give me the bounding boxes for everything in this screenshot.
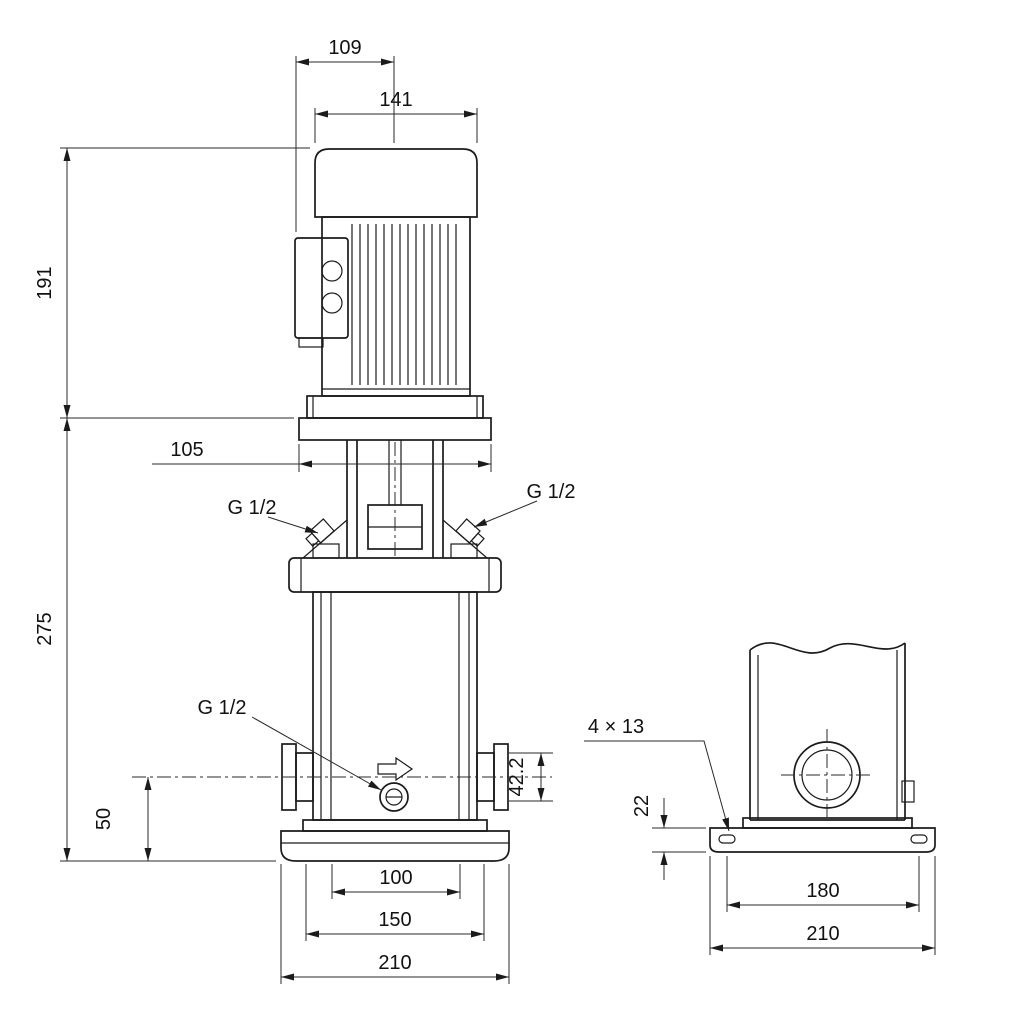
dim-base-height: 22 bbox=[631, 795, 706, 880]
dim-motor-height: 191 bbox=[34, 147, 310, 419]
pump-sleeve bbox=[312, 591, 478, 821]
dim-terminal-box-width: 109 bbox=[295, 37, 395, 232]
pump-shaft bbox=[388, 440, 402, 505]
leader-line bbox=[251, 716, 382, 791]
leader-line bbox=[473, 500, 538, 528]
pump-body bbox=[280, 557, 510, 862]
tie-rods bbox=[320, 592, 470, 820]
motor bbox=[294, 148, 492, 441]
extension-lines bbox=[314, 108, 478, 143]
pump-head-flange-detail bbox=[300, 558, 490, 592]
break-line bbox=[749, 642, 906, 654]
dimensions-side: 4 × 13 22 180 210 bbox=[584, 716, 936, 955]
dim-label-terminal-box-width: 109 bbox=[328, 37, 361, 59]
dim-label-motor-height: 191 bbox=[34, 266, 56, 299]
side-view bbox=[709, 642, 936, 853]
label-drain-plug: G 1/2 bbox=[198, 697, 247, 719]
vent-plug-left-head bbox=[305, 532, 320, 547]
callout-drain-plug: G 1/2 bbox=[198, 697, 382, 791]
vent-plug-right-head bbox=[470, 532, 485, 547]
dim-label-head-width: 105 bbox=[170, 439, 203, 461]
motor-fins bbox=[351, 224, 457, 385]
side-base-plate bbox=[709, 827, 936, 853]
pump-base bbox=[280, 819, 510, 862]
dim-label-port-center-height: 50 bbox=[93, 808, 115, 830]
bolt-slot-left bbox=[718, 834, 736, 844]
label-vent-plug-right: G 1/2 bbox=[527, 481, 576, 503]
dim-sleeve-width: 150 bbox=[305, 864, 485, 941]
flow-direction-arrow-icon bbox=[377, 756, 414, 782]
extension-lines bbox=[295, 56, 395, 232]
guard-columns bbox=[346, 440, 444, 558]
callout-vent-plug-left: G 1/2 bbox=[228, 497, 319, 534]
terminal-box bbox=[294, 237, 349, 348]
dim-chamber-width: 100 bbox=[331, 864, 461, 899]
leader-line bbox=[584, 740, 730, 832]
front-view bbox=[132, 148, 552, 862]
extension-lines bbox=[709, 856, 936, 955]
dim-base-width-side: 210 bbox=[709, 856, 936, 955]
extension-lines bbox=[305, 864, 485, 941]
extension-lines bbox=[509, 752, 553, 802]
nameplate-tab bbox=[901, 780, 915, 803]
dim-port-size: 42.2 bbox=[506, 752, 553, 802]
dim-label-sleeve-width: 150 bbox=[378, 909, 411, 931]
side-sleeve-walls bbox=[749, 643, 906, 820]
dim-label-chamber-width: 100 bbox=[379, 867, 412, 889]
dim-pump-height: 275 bbox=[34, 418, 276, 862]
pump-head-flange bbox=[288, 557, 502, 593]
dim-motor-width: 141 bbox=[314, 89, 478, 143]
cable-entry-hole-bottom bbox=[321, 292, 343, 314]
extension-lines bbox=[60, 147, 310, 419]
vent-plug-left bbox=[305, 518, 335, 547]
dim-label-base-width-front: 210 bbox=[378, 952, 411, 974]
vent-plug-right-body bbox=[455, 518, 481, 544]
cable-entry-hole-top bbox=[321, 260, 343, 282]
dim-port-center-height: 50 bbox=[93, 777, 152, 861]
motor-flange bbox=[306, 395, 484, 419]
dim-label-port-size: 42.2 bbox=[506, 758, 528, 797]
extension-lines bbox=[280, 864, 510, 984]
dim-base-width-front: 210 bbox=[280, 864, 510, 984]
side-sleeve-inner-walls bbox=[757, 650, 898, 820]
coupling-lantern bbox=[302, 440, 488, 559]
base-foot bbox=[280, 830, 510, 862]
dim-bolt-spacing: 180 bbox=[726, 856, 920, 912]
base-top-plate bbox=[302, 819, 488, 832]
leader-line bbox=[267, 516, 319, 534]
motor-flange-detail bbox=[312, 396, 478, 418]
dimensions-front: 109 141 191 275 105 G 1/2 G bbox=[34, 37, 575, 984]
dim-label-motor-width: 141 bbox=[379, 89, 412, 111]
callout-vent-plug-right: G 1/2 bbox=[473, 481, 576, 528]
fan-cover bbox=[314, 148, 478, 218]
dim-head-width: 105 bbox=[152, 439, 492, 472]
callout-bolt-holes: 4 × 13 bbox=[584, 716, 730, 832]
dim-label-base-width-side: 210 bbox=[806, 923, 839, 945]
extension-lines bbox=[652, 827, 706, 853]
bolt-slot-right bbox=[910, 834, 928, 844]
side-base bbox=[709, 817, 936, 853]
vent-plug-left-body bbox=[309, 518, 335, 544]
label-bolt-holes: 4 × 13 bbox=[588, 716, 644, 738]
drain-plug-outer bbox=[379, 782, 409, 812]
dim-label-base-height: 22 bbox=[631, 795, 653, 817]
dim-label-pump-height: 275 bbox=[34, 612, 56, 645]
label-vent-plug-left: G 1/2 bbox=[228, 497, 277, 519]
terminal-box-gland bbox=[298, 337, 324, 348]
vent-plug-right bbox=[455, 518, 485, 547]
dim-label-bolt-spacing: 180 bbox=[806, 880, 839, 902]
drain-plug bbox=[379, 782, 409, 812]
motor-stool bbox=[298, 417, 492, 441]
